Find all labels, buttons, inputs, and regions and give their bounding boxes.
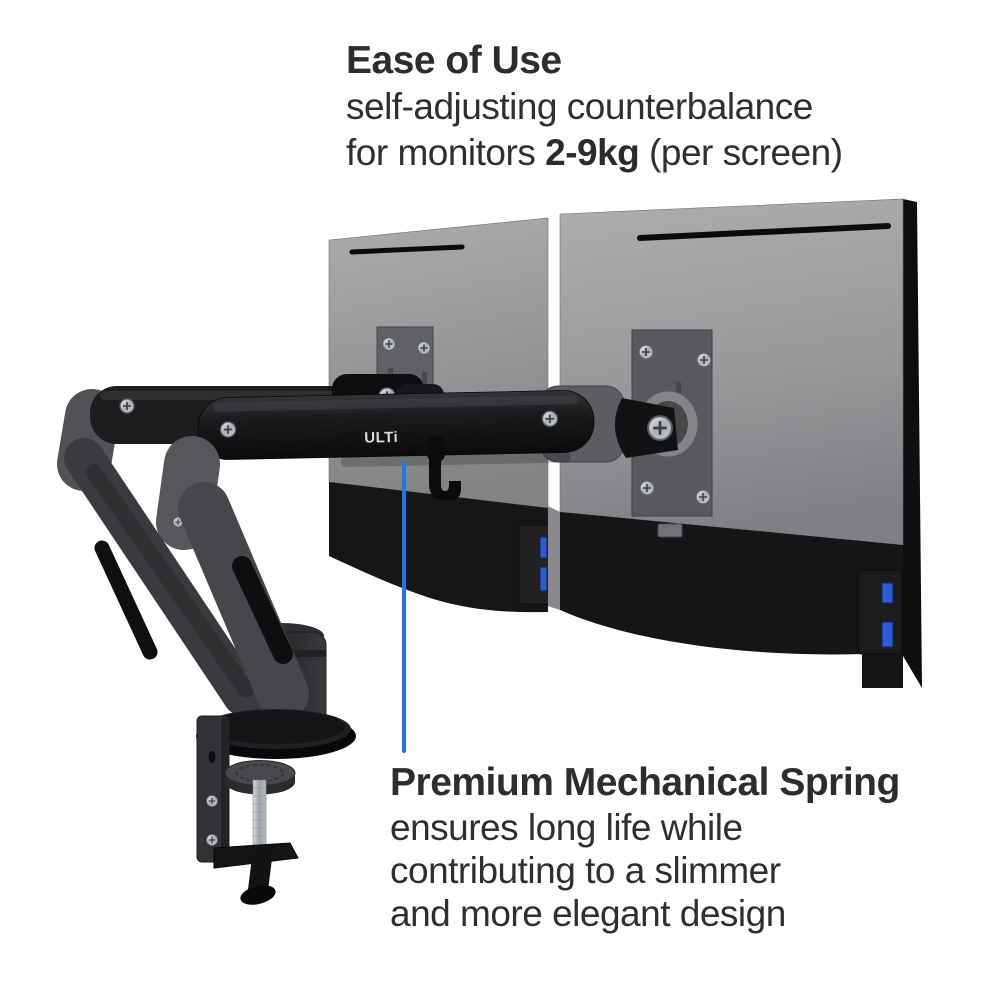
cable-clip — [427, 436, 461, 500]
callout-line: for monitors 2-9kg (per screen) — [346, 130, 843, 176]
callout-line: ensures long life while — [390, 807, 743, 848]
vent-slot-left — [349, 244, 465, 255]
usb-port-icon — [881, 621, 894, 648]
clamp-handle — [248, 848, 272, 900]
usb-port-icon — [539, 566, 548, 592]
callout-line: contributing to a slimmer — [390, 850, 781, 891]
joint-claw — [614, 398, 678, 458]
usb-ports-right — [857, 569, 903, 655]
screw-icon — [119, 398, 135, 414]
brand-label: ULTi — [364, 429, 398, 447]
callout-text: self-adjusting counterbalance — [346, 86, 813, 127]
gas-spring-lower-arms — [64, 438, 309, 720]
screw-icon — [205, 833, 219, 847]
callout-pointer-line — [402, 462, 406, 753]
screw-icon — [696, 352, 712, 368]
left-monitor-bottom — [329, 482, 548, 613]
callout-title: Premium Mechanical Spring — [390, 761, 900, 804]
monitor-latch-tab — [657, 523, 683, 538]
lower-arm-front — [178, 482, 309, 720]
clamp-screw-rod — [252, 779, 267, 855]
usb-port-icon — [881, 582, 894, 604]
callout-title: Ease of Use — [346, 39, 562, 82]
bolt-icon — [646, 414, 674, 442]
screw-icon — [695, 489, 711, 505]
screw-icon — [541, 410, 559, 428]
callout-line: and more elegant design — [390, 893, 786, 934]
weight-range-value: 2-9kg — [545, 132, 640, 173]
screw-icon — [205, 794, 219, 808]
callout-text: (per screen) — [639, 132, 843, 173]
screw-icon — [639, 480, 655, 496]
desk-clamp — [196, 709, 356, 905]
spring-cover-rear — [94, 540, 158, 660]
screw-icon — [381, 336, 397, 352]
vent-slot-right — [637, 223, 891, 241]
callout-line: self-adjusting counterbalance — [346, 84, 843, 130]
callout-mechanical-spring: Premium Mechanical Spring ensures long l… — [390, 760, 900, 935]
callout-text: for monitors — [346, 132, 546, 173]
spring-cover-front — [232, 556, 293, 664]
right-monitor-bottom — [560, 512, 903, 688]
right-monitor-edge — [903, 199, 922, 688]
screw-icon — [638, 344, 654, 360]
usb-port-icon — [539, 536, 548, 559]
screw-icon — [416, 340, 432, 356]
usb-ports-left — [518, 524, 553, 605]
screw-icon — [219, 421, 237, 439]
callout-ease-of-use: Ease of Use self-adjusting counterbalanc… — [346, 38, 843, 176]
